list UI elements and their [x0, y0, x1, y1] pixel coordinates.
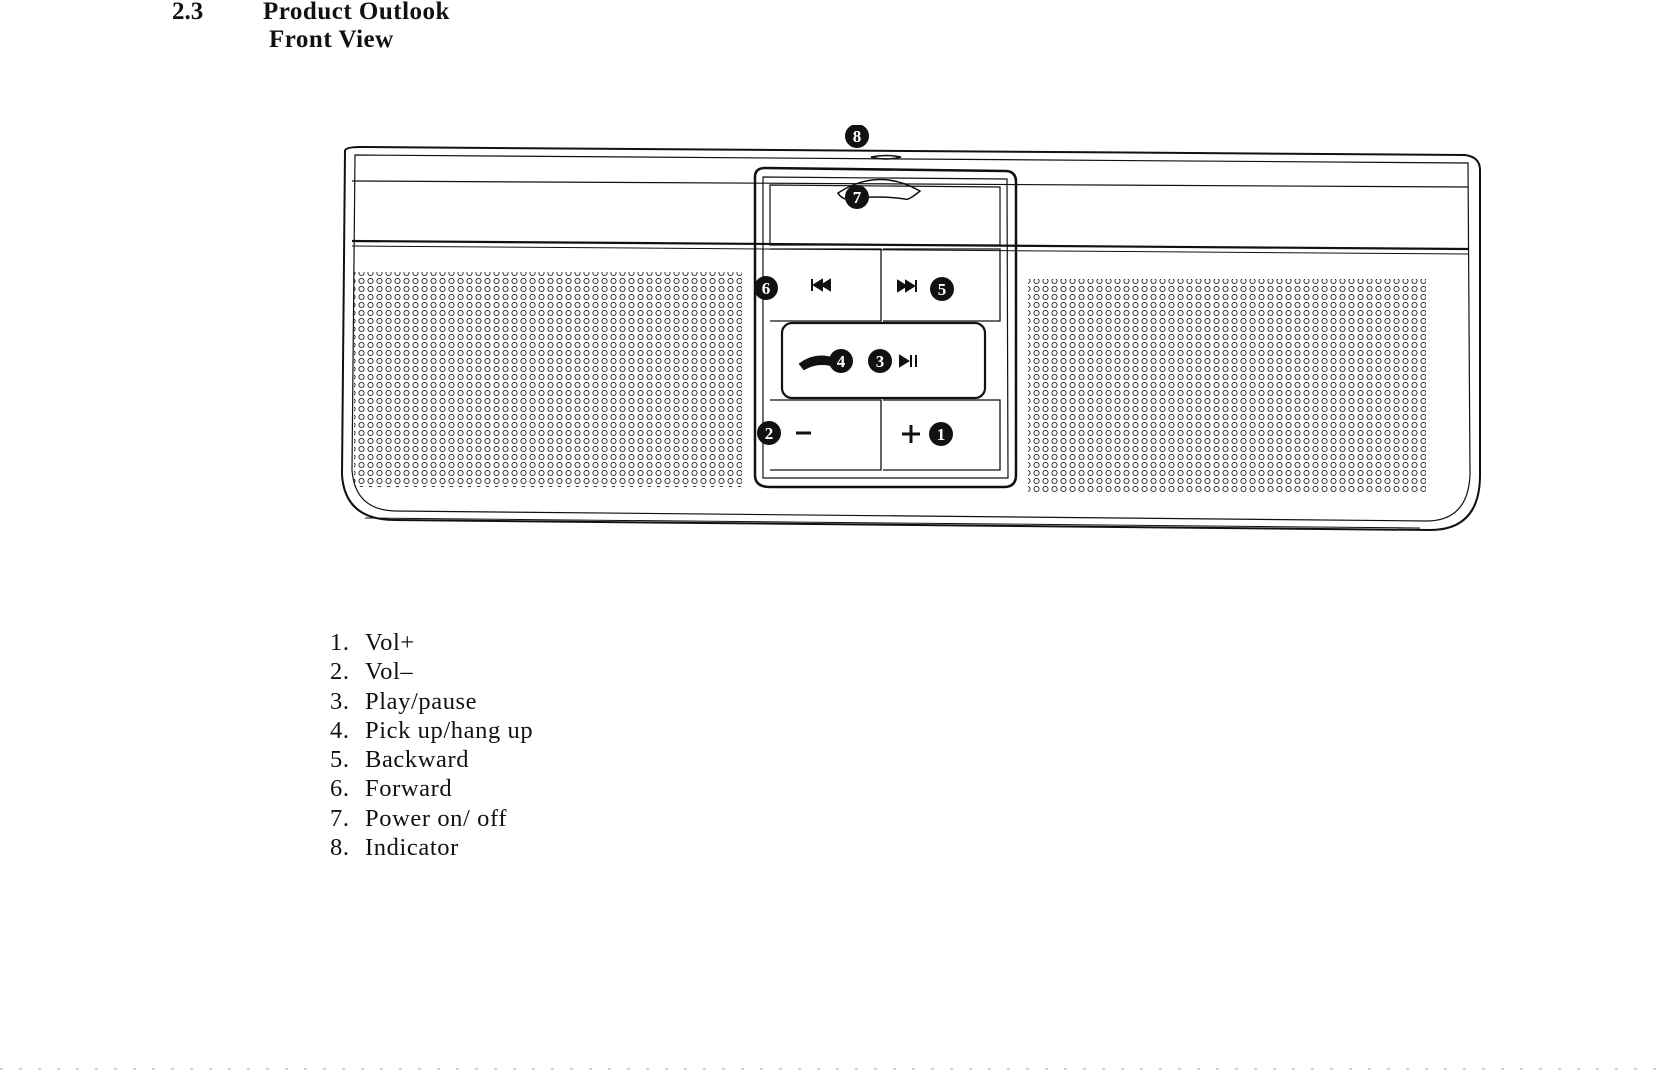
skip-back-icon: [811, 278, 831, 292]
callout-1: 1: [937, 425, 946, 444]
legend-item: 8.Indicator: [330, 834, 459, 862]
callout-2: 2: [765, 424, 774, 443]
callout-6: 6: [762, 279, 771, 298]
call-play-pause-bar: [780, 321, 987, 400]
view-subtitle: Front View: [269, 26, 394, 53]
callout-8: 8: [853, 127, 862, 146]
plus-icon: [902, 425, 920, 443]
right-speaker-grille: [1028, 279, 1426, 494]
control-panel: [753, 154, 1018, 489]
device-inner-outline: [351, 154, 1471, 522]
legend-item: 2.Vol–: [330, 658, 414, 686]
callout-4: 4: [837, 352, 846, 371]
legend-item: 3.Play/pause: [330, 687, 478, 715]
callout-7: 7: [853, 188, 862, 207]
legend-item: 6.Forward: [330, 775, 453, 803]
product-front-view-diagram: 1 2 3 4 5 6 7 8: [340, 125, 1481, 532]
device-body-outline: [340, 145, 1481, 532]
left-speaker-grille: [354, 272, 742, 487]
legend-item: 5.Backward: [330, 746, 470, 774]
legend-item: 1.Vol+: [330, 629, 415, 656]
legend-item: 7.Power on/ off: [330, 804, 508, 832]
callout-5: 5: [938, 280, 947, 299]
section-title: Product Outlook: [263, 0, 450, 25]
skip-forward-icon: [897, 279, 917, 293]
callout-3: 3: [876, 352, 885, 371]
play-pause-icon: [899, 354, 917, 368]
indicator-light-icon: [870, 154, 902, 160]
section-number: 2.3: [172, 0, 204, 25]
legend-item: 4.Pick up/hang up: [330, 716, 534, 744]
button-legend-list: 1.Vol+ 2.Vol– 3.Play/pause 4.Pick up/han…: [330, 628, 533, 862]
scan-noise-line: [0, 1068, 1669, 1070]
